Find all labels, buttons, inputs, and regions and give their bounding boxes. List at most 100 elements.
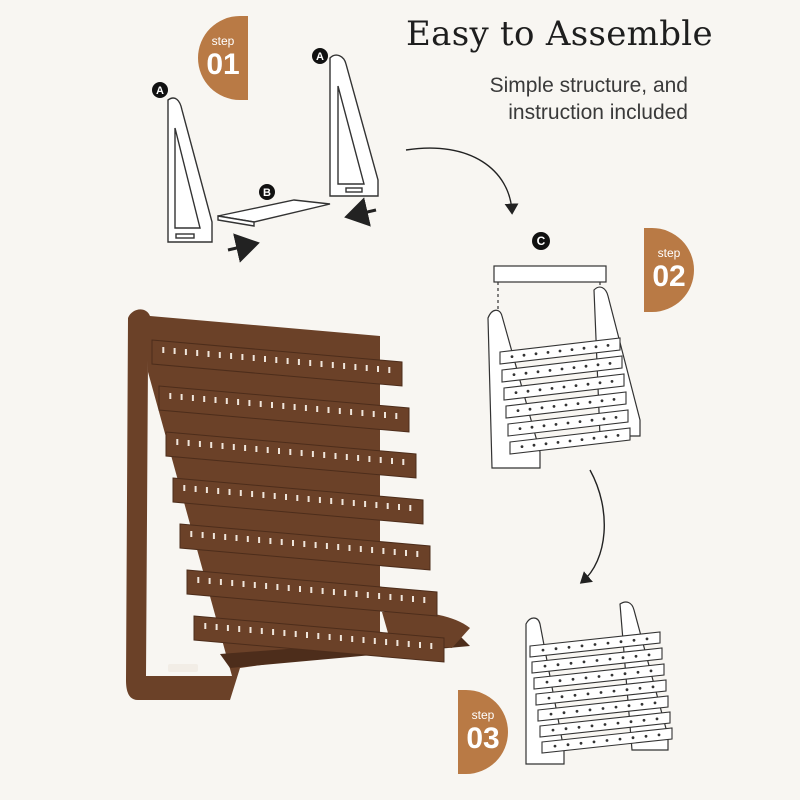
rail-hole [582, 660, 586, 664]
rail-hole [230, 353, 233, 359]
rail-hole [332, 589, 335, 595]
rail-hole [528, 407, 532, 411]
rail-hole [285, 494, 287, 500]
rail-hole [618, 737, 622, 741]
rail-hole [357, 455, 360, 461]
wooden-rack-rails [151, 339, 445, 663]
rail-hole [546, 351, 550, 354]
rail-hole [210, 442, 213, 448]
rail-hole [625, 688, 629, 692]
rail-hole [603, 723, 607, 726]
rail-hole [398, 504, 400, 510]
rail-hole [614, 416, 618, 419]
rail-hole [339, 635, 342, 641]
arrow-right-icon [227, 233, 260, 263]
rail-hole [522, 353, 526, 357]
rail-hole [197, 577, 200, 583]
rail-hole [574, 384, 578, 387]
rail-hole [596, 363, 600, 367]
rail-hole [647, 653, 651, 657]
step-number: 03 [466, 722, 500, 755]
rail-hole [262, 492, 265, 498]
rail-hole [610, 673, 614, 677]
step-number: 01 [206, 48, 240, 81]
step-02-rails [499, 337, 631, 455]
part-marker-b: B [259, 184, 275, 200]
rail-hole [632, 638, 636, 642]
rail-hole [259, 401, 262, 407]
rail-hole [560, 695, 564, 699]
rail-hole [296, 495, 299, 501]
rail-hole [562, 711, 566, 715]
rail-hole [551, 728, 555, 732]
rail-hole [580, 438, 584, 441]
rail-hole [526, 389, 530, 393]
rail-hole [205, 487, 208, 493]
rail-hole [570, 348, 574, 351]
rail-hole [278, 448, 280, 454]
subtitle-line-2: instruction included [508, 101, 688, 124]
rail-hole [287, 585, 290, 591]
rail-hole [548, 369, 552, 372]
top-rail-c [493, 265, 607, 283]
rail-hole [560, 367, 564, 371]
rail-hole [372, 411, 375, 417]
rail-hole [645, 637, 649, 641]
rail-hole [377, 366, 379, 372]
rail-hole [578, 420, 582, 423]
rail-hole [297, 359, 300, 365]
rail-hole [594, 345, 598, 349]
rail-hole [400, 595, 403, 601]
step-03-rails [529, 631, 673, 754]
rail-hole [512, 373, 516, 376]
rail-hole [655, 717, 659, 721]
rail-hole [391, 458, 393, 464]
step-label: step [657, 246, 681, 260]
rail-hole [653, 701, 657, 705]
rail-hole [238, 626, 241, 632]
rail-hole [309, 360, 312, 366]
step-label: step [471, 708, 495, 722]
rail-hole [612, 398, 616, 401]
rail-hole [600, 399, 604, 403]
step-01-badge: step 01 [198, 16, 248, 100]
rail-hole [184, 349, 187, 355]
rail-hole [541, 648, 545, 652]
rail-hole [610, 380, 614, 383]
arrow-left-icon [344, 197, 377, 227]
rail-hole [348, 545, 351, 551]
rail-hole [294, 631, 297, 637]
rail-hole [554, 647, 558, 651]
rail-hole [316, 406, 319, 412]
rail-hole [218, 352, 221, 358]
rail-hole [276, 584, 279, 590]
rail-hole [384, 412, 386, 418]
rail-hole [584, 364, 588, 368]
rail-hole [540, 406, 544, 410]
rail-hole [636, 670, 640, 674]
rail-hole [577, 725, 581, 729]
rail-hole [355, 591, 358, 597]
rail-hole [564, 727, 568, 731]
rail-hole [601, 707, 605, 710]
rail-hole [566, 743, 570, 747]
rail-hole [321, 588, 324, 594]
rail-hole [407, 641, 410, 647]
rail-hole [572, 366, 576, 369]
rail-hole [536, 370, 540, 374]
rail-hole [283, 630, 286, 636]
rail-hole [289, 449, 292, 455]
rail-hole [198, 441, 201, 447]
rail-hole [235, 535, 238, 541]
rail-hole [371, 547, 374, 553]
rail-hole [385, 639, 388, 645]
rail-hole [575, 709, 579, 713]
rail-hole [573, 693, 577, 697]
rail-hole [330, 498, 333, 504]
part-label-c: C [537, 234, 546, 248]
rail-hole [364, 501, 367, 507]
rail-hole [631, 736, 635, 740]
rail-hole [362, 637, 365, 643]
rail-hole [225, 398, 228, 404]
rail-hole [554, 423, 558, 426]
